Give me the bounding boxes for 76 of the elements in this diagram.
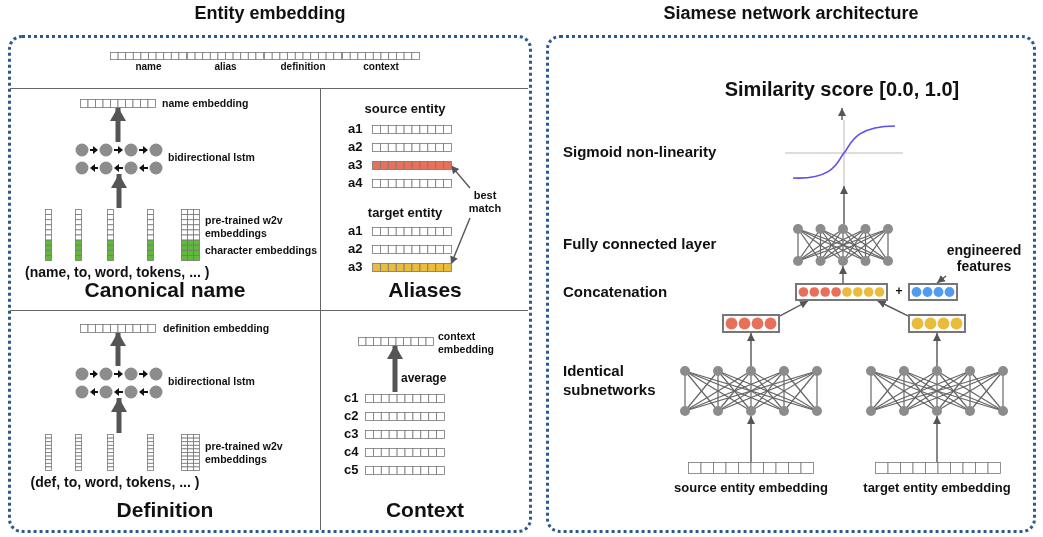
neural-network-drawing [793,224,893,266]
layer-label: Identical subnetworks [563,362,657,400]
node-caption: bidirectional lstm [168,151,256,165]
layer-label: source entity [363,101,447,118]
dot-vector [908,314,966,333]
row-label: a4 [348,175,363,190]
token-sequence-text: (def, to, word, tokens, ... ) [29,474,201,490]
plus-sign: + [894,284,904,299]
node-caption: source entity embedding [673,480,829,497]
arrow [936,274,947,284]
arrow [840,185,848,225]
arrow [110,107,126,142]
row-label: a1 [348,223,363,238]
vector-bar [875,462,1001,474]
arrow [387,345,403,392]
arrow [839,265,847,284]
neural-network-drawing [866,366,1008,416]
vector-label: definition [279,61,327,72]
layer-label: Concatenation [563,283,669,302]
dot-vector [908,283,958,301]
section-title: Context [384,498,466,522]
section-title: Aliases [387,278,463,302]
panel-title: Entity embedding [193,3,347,24]
row-label: a3 [348,259,363,274]
node-caption: pre-trained w2v embeddings [205,440,284,467]
neural-network-drawing [680,366,822,416]
section-title: Definition [115,498,215,522]
layer-label: Fully connected layer [563,235,718,254]
node-caption: bidirectional lstm [168,375,256,389]
row-label: a2 [348,241,363,256]
lstm-drawing [75,143,163,175]
node-caption: pre-trained w2v embeddings [205,214,284,241]
vector-bar [80,324,156,333]
dot-vector [795,283,888,301]
row-label: c5 [344,462,359,477]
vector-label: alias [213,61,238,72]
lstm-drawing [75,367,163,399]
arrow [450,217,471,265]
arrow [747,332,755,367]
layer-label: Sigmoid non-linearity [563,143,718,162]
node-caption: context embedding [438,330,495,357]
panel-section [320,310,528,530]
arrow [877,300,909,317]
row-label: a3 [348,157,363,172]
row-label: a1 [348,121,363,136]
arrow [933,415,941,463]
panel-section [320,88,528,310]
arrow [779,300,809,317]
node-caption: target entity embedding [862,480,1012,497]
node-caption: name embedding [162,97,250,111]
arrow [933,332,941,367]
row-label: c4 [344,444,359,459]
arrow [747,415,755,463]
layer-label: target entity [366,205,444,222]
arrow [450,164,471,189]
panel-title: Siamese network architecture [662,3,920,24]
output-label: Similarity score [0.0, 1.0] [712,78,972,101]
arrow [111,398,127,433]
vector-label: context [362,61,400,72]
node-caption: character embeddings [205,244,319,258]
annotation-text: engineered features [932,242,1036,275]
row-label: c2 [344,408,359,423]
row-label: c3 [344,426,359,441]
vector-bar [358,337,434,346]
arrow [110,332,126,366]
arrow [111,174,127,208]
row-label: c1 [344,390,359,405]
vector-bar [80,99,156,108]
dot-vector [722,314,780,333]
vector-label: name [134,61,163,72]
node-caption: definition embedding [163,322,271,336]
row-label: a2 [348,139,363,154]
vector-bar [688,462,814,474]
arrow [838,107,846,121]
annotation-text: best match [459,189,511,215]
sigmoid-plot-drawing [785,120,903,186]
